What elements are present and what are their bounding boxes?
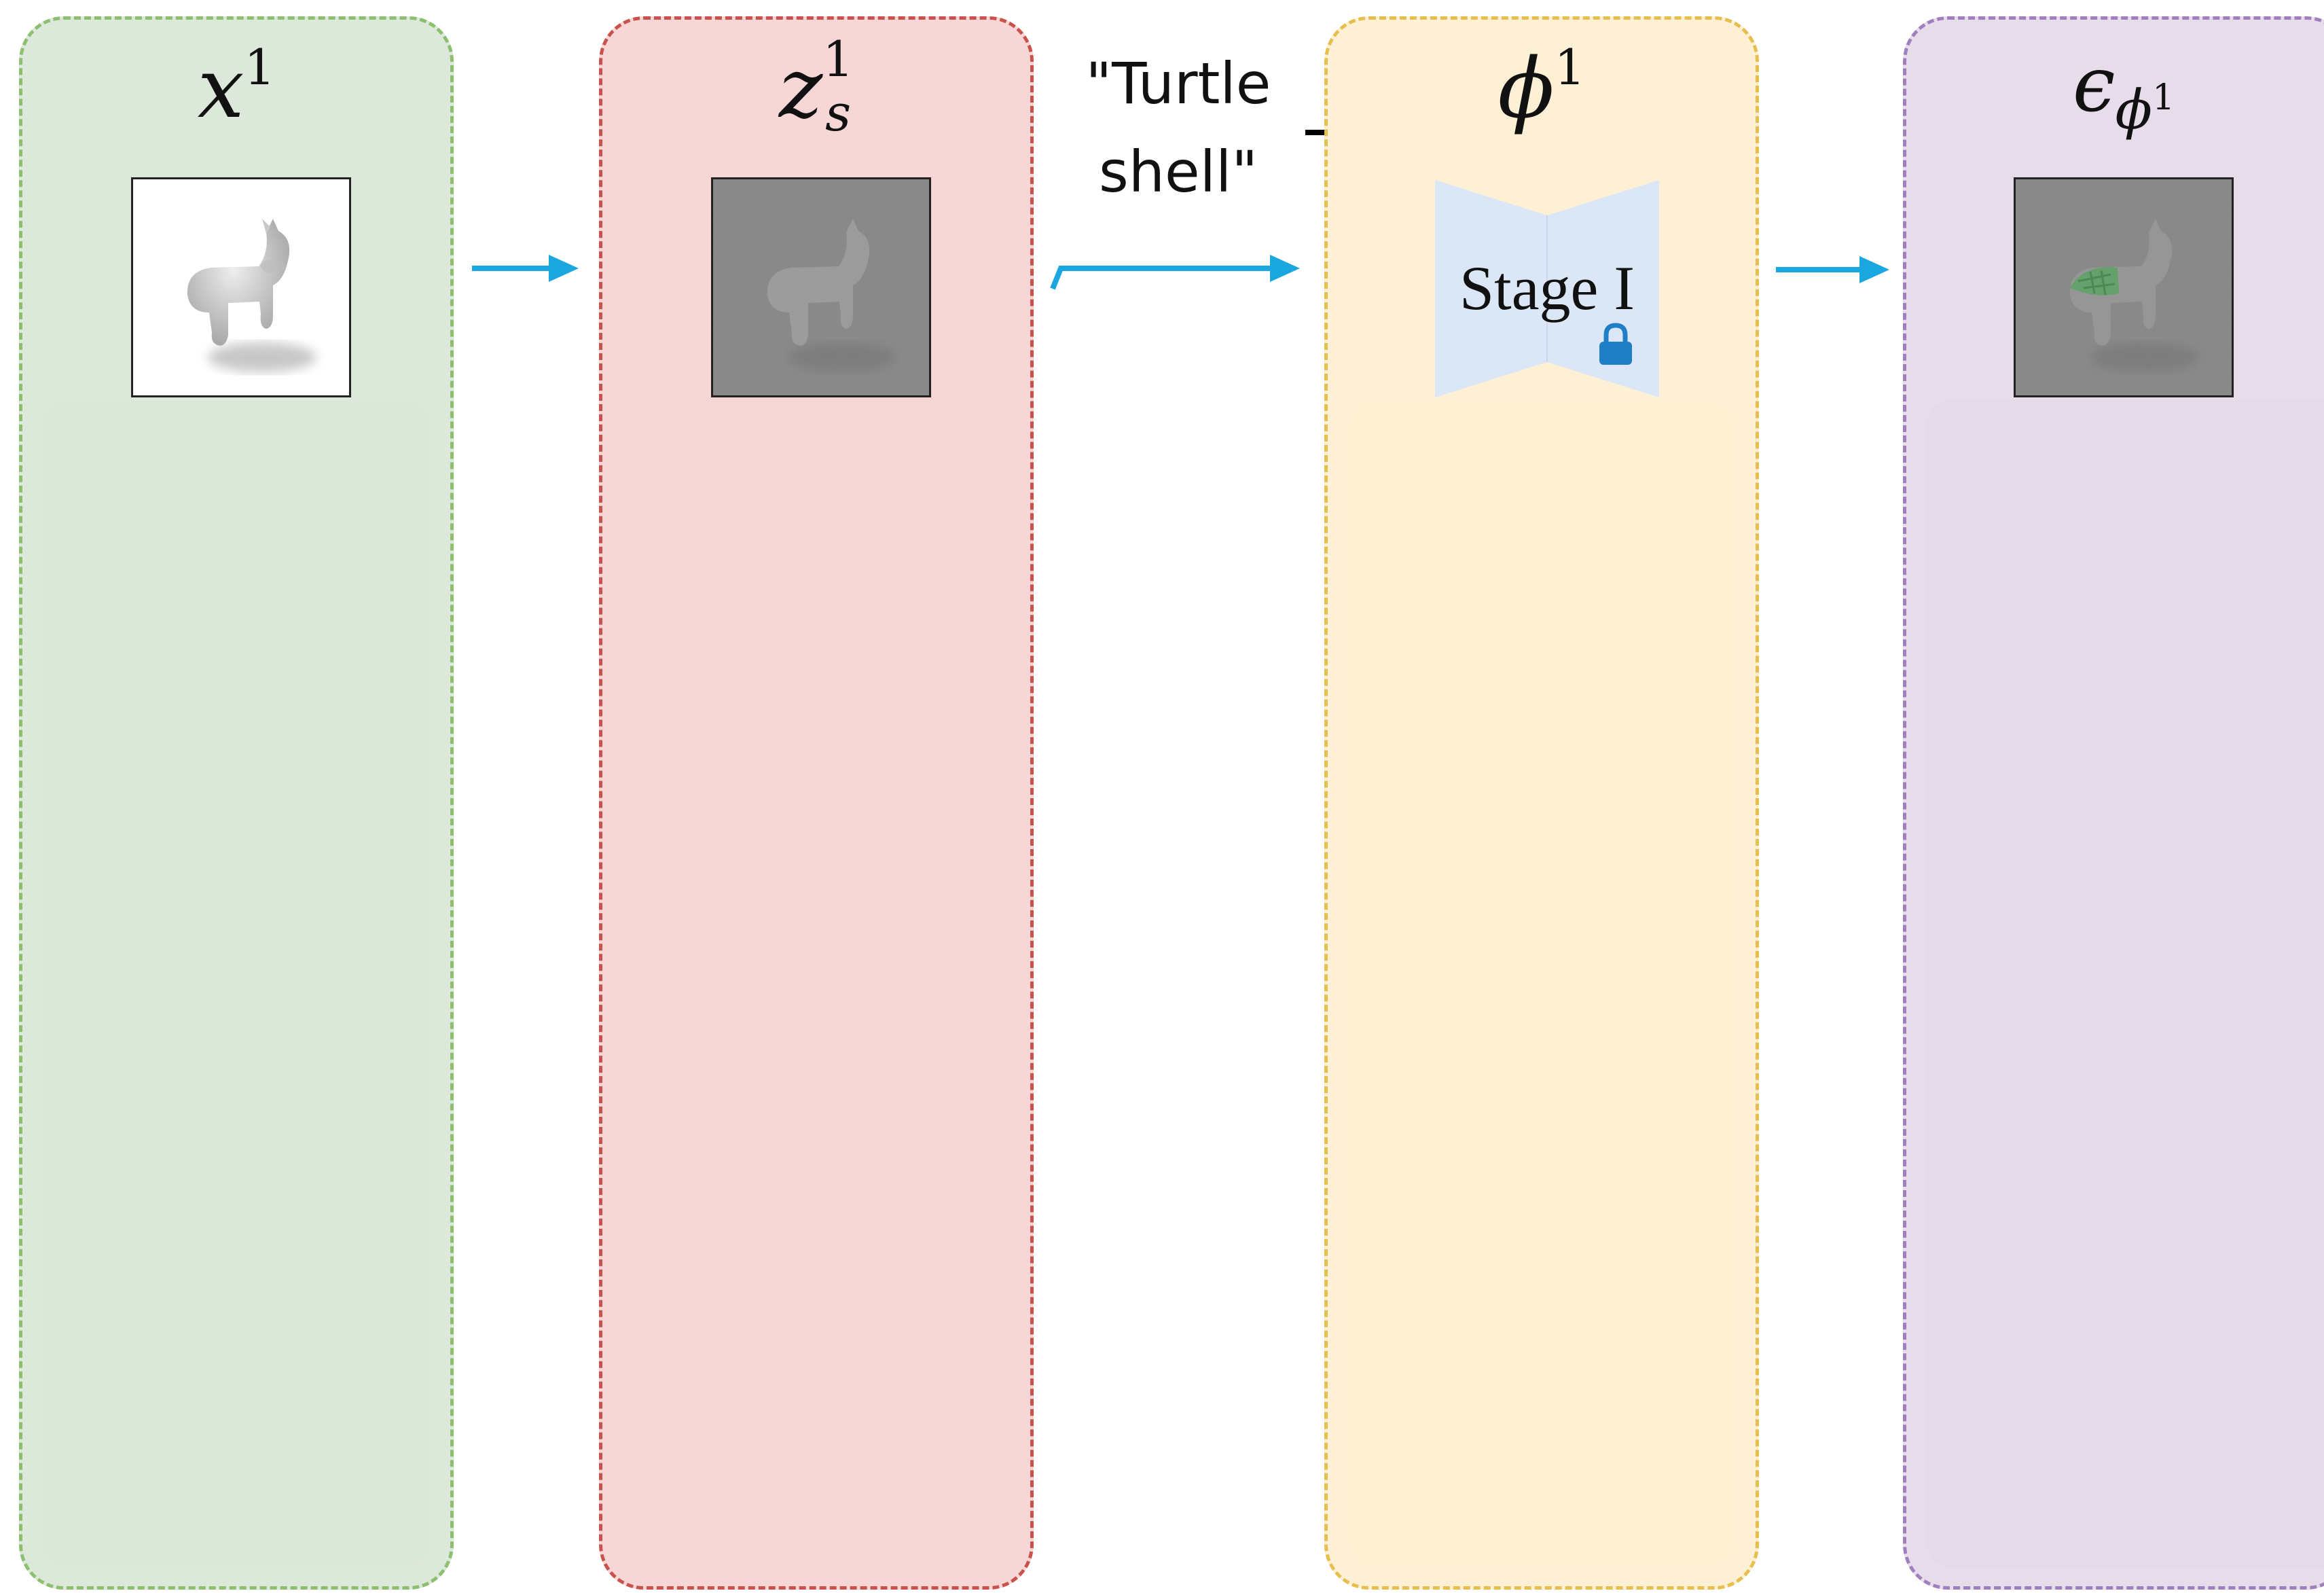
lock-icon xyxy=(1599,323,1632,365)
label-z-symbol: z xyxy=(778,40,823,137)
panel-predicted-eps-lower xyxy=(1925,400,2324,1567)
panel-unet-phi-lower xyxy=(1347,400,1737,1567)
label-eps-sub-superscript: 1 xyxy=(2152,77,2175,118)
unet-stage-label: Stage I xyxy=(1459,253,1635,323)
predicted-image xyxy=(2014,177,2234,397)
label-x-symbol: x xyxy=(197,40,244,137)
label-z-subscript: s xyxy=(825,84,852,143)
panel-input-x: x1 xyxy=(19,16,454,1590)
label-phi-superscript: 1 xyxy=(1554,39,1586,96)
label-phi: ϕ1 xyxy=(1328,43,1756,130)
arrow-unet-to-eps xyxy=(1776,256,1889,283)
predicted-noise-figure xyxy=(2016,179,2232,395)
text-prompt-line2: shell" xyxy=(1099,139,1258,206)
panel-input-x-lower xyxy=(41,400,431,1567)
label-eps: ϵϕ1 xyxy=(1906,47,2324,137)
panel-noisy-z-lower xyxy=(621,400,1011,1567)
label-eps-symbol: ϵ xyxy=(2072,41,2116,129)
toy-cow-figure xyxy=(187,219,316,372)
panel-predicted-eps: ϵϕ1 xyxy=(1903,16,2324,1590)
noisy-toy-cow-figure xyxy=(713,179,929,395)
label-eps-subscript: ϕ xyxy=(2115,78,2153,141)
label-phi-symbol: ϕ xyxy=(1497,40,1555,137)
label-z: z 1 s xyxy=(602,35,1030,145)
input-image xyxy=(131,177,351,397)
panel-unet-phi: ϕ1 Stage I xyxy=(1324,16,1759,1590)
label-x: x1 xyxy=(22,43,450,130)
text-prompt-line1: "Turtle xyxy=(1085,50,1271,117)
text-prompt: "Turtle shell" xyxy=(1046,39,1311,216)
label-x-superscript: 1 xyxy=(244,39,276,96)
label-z-superscript: 1 xyxy=(822,31,854,88)
arrow-z-to-unet xyxy=(1050,255,1300,290)
panel-noisy-z: z 1 s xyxy=(599,16,1034,1590)
arrow-x-to-z xyxy=(472,255,579,282)
noisy-image xyxy=(711,177,931,397)
